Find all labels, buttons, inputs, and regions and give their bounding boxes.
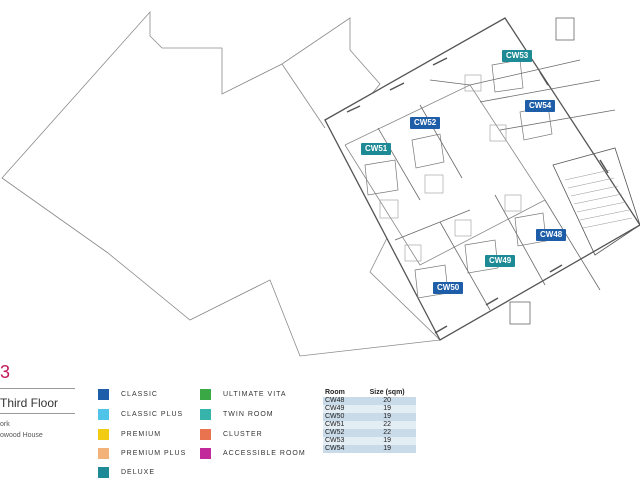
legend-swatch <box>200 448 211 459</box>
legend-item-classic-plus: CLASSIC PLUS <box>98 409 183 420</box>
room-cell: CW51 <box>323 421 359 429</box>
room-label-cw54[interactable]: CW54 <box>525 100 556 112</box>
room-label-cw49[interactable]: CW49 <box>485 255 516 267</box>
legend-swatch <box>98 448 109 459</box>
building-outline-inner <box>281 63 326 129</box>
legend-item-twin-room: TWIN ROOM <box>200 409 274 420</box>
legend-swatch <box>98 467 109 478</box>
legend-label: CLASSIC PLUS <box>121 411 184 418</box>
legend-swatch <box>98 389 109 400</box>
room-label-cw53[interactable]: CW53 <box>502 50 533 62</box>
floor-subtitle-line-1: ork <box>0 421 10 428</box>
room-cell: CW49 <box>323 405 359 413</box>
legend-label: DELUXE <box>121 469 156 476</box>
title-divider-bottom <box>0 413 75 414</box>
legend-label: TWIN ROOM <box>223 411 274 418</box>
legend-label: PREMIUM PLUS <box>121 450 187 457</box>
legend-label: CLUSTER <box>223 431 263 438</box>
legend-item-premium-plus: PREMIUM PLUS <box>98 448 186 459</box>
legend-swatch <box>98 429 109 440</box>
column-header-room: Room <box>325 389 345 396</box>
building-outline <box>1 10 441 357</box>
size-cell: 22 <box>358 429 416 437</box>
room-label-cw51[interactable]: CW51 <box>361 143 392 155</box>
size-cell: 19 <box>358 405 416 413</box>
legend-label: CLASSIC <box>121 391 158 398</box>
floor-number: 3 <box>0 362 11 382</box>
legend-item-cluster: CLUSTER <box>200 429 263 440</box>
legend-swatch <box>200 389 211 400</box>
size-cell: 22 <box>358 421 416 429</box>
legend-swatch <box>98 409 109 420</box>
title-divider-top <box>0 388 75 389</box>
legend-swatch <box>200 409 211 420</box>
legend-item-ultimate-vita: ULTIMATE VITA <box>200 389 287 400</box>
legend-item-accessible-room: ACCESSIBLE ROOM <box>200 448 306 459</box>
apartment-wing <box>324 17 640 341</box>
column-header-size: Size (sqm) <box>369 389 405 396</box>
legend-swatch <box>200 429 211 440</box>
legend-item-deluxe: DELUXE <box>98 467 155 478</box>
legend-label: ACCESSIBLE ROOM <box>223 450 306 457</box>
size-cell: 19 <box>358 437 416 445</box>
legend-item-premium: PREMIUM <box>98 429 161 440</box>
room-label-cw50[interactable]: CW50 <box>433 282 464 294</box>
room-cell: CW54 <box>323 445 359 453</box>
size-cell: 19 <box>358 445 416 453</box>
room-cell: CW53 <box>323 437 359 445</box>
room-cell: CW48 <box>323 397 359 405</box>
legend-label: PREMIUM <box>121 431 162 438</box>
floor-subtitle-line-2: owood House <box>0 432 43 439</box>
legend-label: ULTIMATE VITA <box>223 391 287 398</box>
room-cell: CW52 <box>323 429 359 437</box>
room-cell: CW50 <box>323 413 359 421</box>
size-cell: 20 <box>358 397 416 405</box>
room-label-cw52[interactable]: CW52 <box>410 117 441 129</box>
legend-item-classic: CLASSIC <box>98 389 158 400</box>
table-header-row: Room Size (sqm) <box>323 388 416 397</box>
floor-name: Third Floor <box>0 396 59 410</box>
room-label-cw48[interactable]: CW48 <box>536 229 567 241</box>
size-cell: 19 <box>358 413 416 421</box>
